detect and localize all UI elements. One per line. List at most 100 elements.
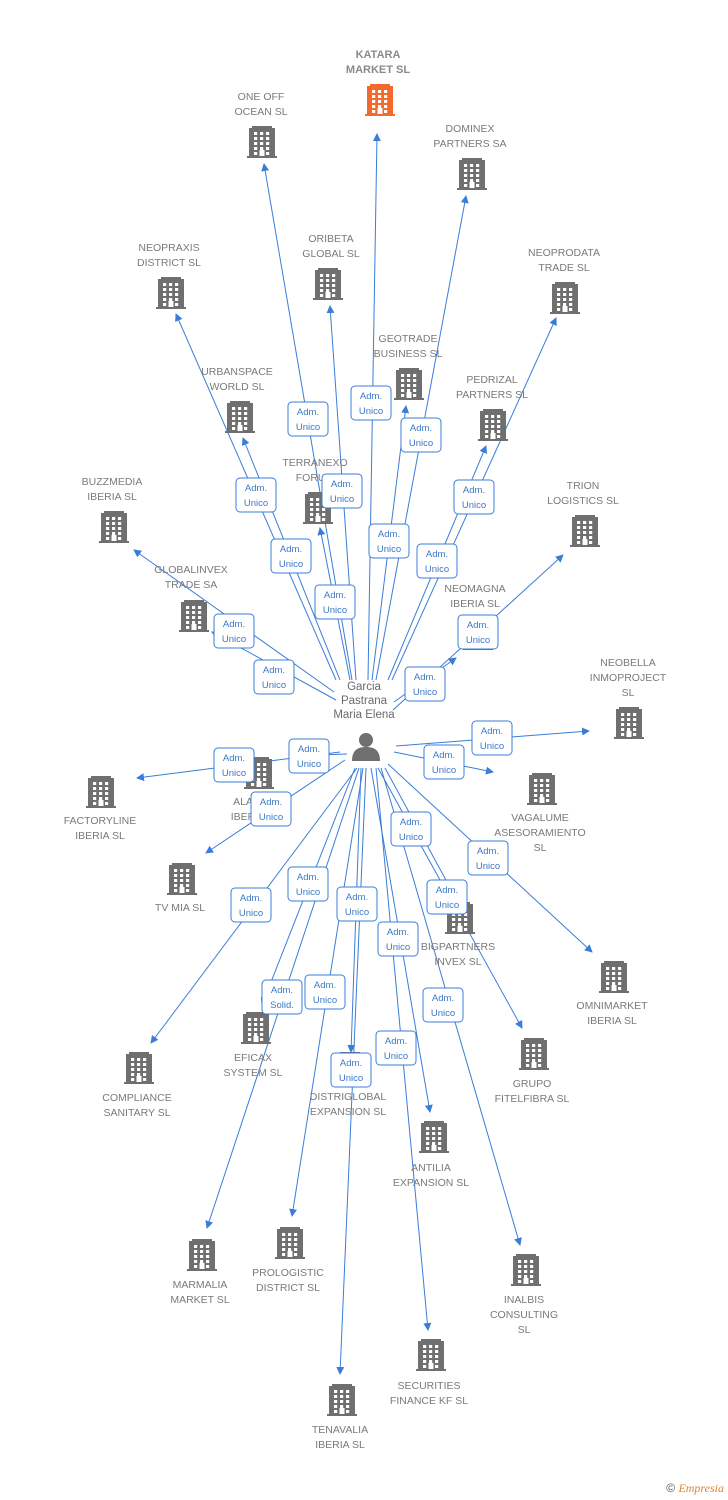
role-box — [253, 659, 295, 695]
role-text: Adm. — [223, 619, 245, 630]
company-node-neopraxis[interactable]: NEOPRAXIS DISTRICT SL — [137, 242, 201, 309]
role-text: Unico — [435, 900, 459, 911]
company-name-line: INMOPROJECT — [590, 672, 667, 684]
company-name-line: DISTRICT SL — [137, 257, 201, 269]
role-text: Unico — [222, 768, 246, 779]
company-name-line: IBERIA SL — [315, 1439, 365, 1451]
role-badge-katara[interactable]: Adm.Unico — [350, 385, 392, 421]
role-badge-tvmia[interactable]: Adm.Unico — [250, 791, 292, 827]
role-text: Adm. — [245, 483, 267, 494]
role-text: Unico — [296, 422, 320, 433]
role-badge-oribeta[interactable]: Adm.Unico — [321, 473, 363, 509]
person-name-line-1: Garcia — [347, 681, 381, 693]
role-badge-neopraxis[interactable]: Adm.Unico — [235, 477, 277, 513]
role-box — [457, 614, 499, 650]
role-badge-securities[interactable]: Adm. Unico — [375, 1030, 417, 1066]
role-text: Adm. — [385, 1036, 407, 1047]
role-badge-inalbis[interactable]: Adm.Unico — [422, 987, 464, 1023]
company-name-line: SANITARY SL — [103, 1107, 170, 1119]
role-badge-prologistic[interactable]: Adm.Unico — [304, 974, 346, 1010]
company-name-line: NEOMAGNA — [444, 583, 505, 595]
building-icon — [99, 511, 129, 543]
role-box — [235, 477, 277, 513]
role-badge-buzzmedia[interactable]: Adm. Unico — [213, 613, 255, 649]
role-badge-factoryline[interactable]: Adm.Unico — [213, 747, 255, 783]
role-badge-neobella[interactable]: Adm.Unico — [471, 720, 513, 756]
role-box — [400, 417, 442, 453]
company-name-line: EXPANSION SL — [310, 1106, 386, 1118]
role-badge-terranexo[interactable]: Adm.Unico — [314, 584, 356, 620]
role-badge-alai[interactable]: Adm.Unico — [288, 738, 330, 774]
role-text: Adm. — [426, 549, 448, 560]
role-badge-grupo[interactable]: Adm. Unico — [426, 879, 468, 915]
role-text: Unico — [222, 634, 246, 645]
company-name-line: COMPLIANCE — [102, 1092, 171, 1104]
company-name-line: NEOPRAXIS — [138, 242, 199, 254]
role-text: Adm. — [240, 893, 262, 904]
company-name-line: TENAVALIA — [312, 1424, 368, 1436]
company-name-line: MARKET SL — [346, 64, 410, 76]
role-badge-trion[interactable]: Adm.Unico — [457, 614, 499, 650]
company-node-compliance[interactable]: COMPLIANCE SANITARY SL — [102, 1052, 172, 1119]
company-name-line: ASESORAMIENTO — [494, 827, 585, 839]
person-node[interactable]: Garcia Pastrana Maria Elena — [333, 681, 395, 761]
role-badge-eficax[interactable]: Adm.Solid. — [261, 979, 303, 1015]
role-text: Unico — [413, 687, 437, 698]
role-badge-bigpartners[interactable]: Adm.Unico — [390, 811, 432, 847]
company-node-tenavalia[interactable]: TENAVALIA IBERIA SL — [312, 1384, 368, 1451]
company-name-line: IBERIA SL — [87, 491, 137, 503]
company-name-line: VAGALUME — [511, 812, 569, 824]
role-text: Adm. — [467, 620, 489, 631]
role-box — [287, 401, 329, 437]
role-badge-oneoff[interactable]: Adm. Unico — [287, 401, 329, 437]
role-badge-omnimarket[interactable]: Adm.Unico — [467, 840, 509, 876]
role-badge-marmalia[interactable]: Adm.Unico — [287, 866, 329, 902]
role-text: Unico — [384, 1051, 408, 1062]
company-name-line: TV MIA SL — [155, 902, 205, 914]
building-icon — [550, 282, 580, 314]
role-badge-distriglobal[interactable]: Adm.Unico — [330, 1052, 372, 1088]
role-badge-antilia[interactable]: Adm.Unico — [377, 921, 419, 957]
role-text: Adm. — [297, 407, 319, 418]
role-text: Adm. — [400, 817, 422, 828]
role-text: Unico — [259, 812, 283, 823]
company-name-line: GLOBALINVEX — [154, 564, 228, 576]
role-text: Adm. — [436, 885, 458, 896]
role-badge-dominex[interactable]: Adm.Unico — [400, 417, 442, 453]
role-badge-pedrizal[interactable]: Adm.Unico — [416, 543, 458, 579]
role-badge-geotrade[interactable]: Adm.Unico — [368, 523, 410, 559]
building-icon — [527, 773, 557, 805]
role-badge-vagalume[interactable]: Adm.Unico — [423, 744, 465, 780]
company-node-tvmia[interactable]: TV MIA SL — [155, 863, 205, 914]
role-badge-neomagna[interactable]: Adm.Unico — [404, 666, 446, 702]
role-badge-neoprodata[interactable]: Adm.Unico — [453, 479, 495, 515]
role-badge-globalinvex[interactable]: Adm.Unico — [253, 659, 295, 695]
role-badge-compliance[interactable]: Adm.Unico — [230, 887, 272, 923]
building-icon — [511, 1254, 541, 1286]
role-badge-urbanspace[interactable]: Adm.Unico — [270, 538, 312, 574]
role-badge-tenavalia[interactable]: Adm.Unico — [336, 886, 378, 922]
company-name-line: INVEX SL — [434, 956, 481, 968]
